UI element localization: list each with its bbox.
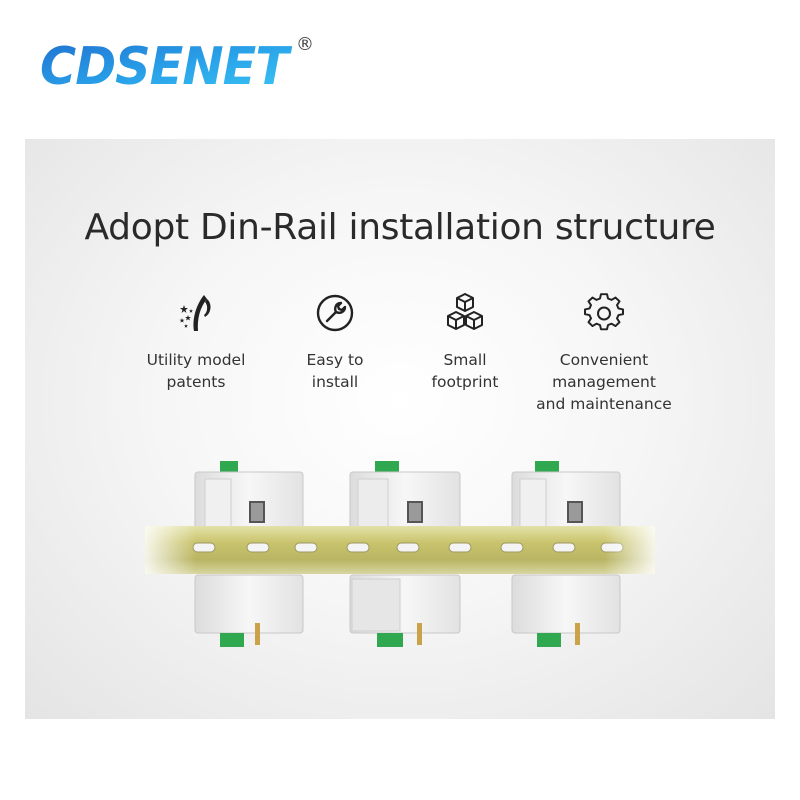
feature-install: Easy to install bbox=[255, 291, 415, 393]
feature-panel: Adopt Din-Rail installation structure Ut… bbox=[25, 139, 775, 719]
feature-label: Utility model patents bbox=[146, 351, 246, 391]
registered-mark: ® bbox=[296, 34, 314, 55]
headline: Adopt Din-Rail installation structure bbox=[84, 207, 716, 248]
feature-footprint: Small footprint bbox=[385, 291, 545, 393]
cubes-icon bbox=[447, 293, 483, 330]
patent-icon bbox=[179, 295, 211, 331]
feature-patents: Utility model patents bbox=[116, 291, 276, 393]
module-center-bottom bbox=[349, 574, 461, 647]
module-right-bottom bbox=[511, 574, 621, 647]
module-left bbox=[194, 461, 304, 533]
module-left-bottom bbox=[194, 574, 304, 647]
brand-logo: CDSENET ® bbox=[40, 34, 314, 92]
feature-label: Small footprint bbox=[431, 351, 499, 391]
din-rail-product-image bbox=[145, 461, 655, 647]
module-right bbox=[511, 461, 621, 533]
din-rail bbox=[145, 526, 655, 574]
wrench-icon bbox=[316, 294, 354, 332]
gear-icon bbox=[584, 293, 624, 331]
feature-label: Convenient management and maintenance bbox=[536, 351, 672, 413]
module-center bbox=[349, 461, 461, 533]
feature-maintenance: Convenient management and maintenance bbox=[524, 291, 684, 415]
feature-label: Easy to install bbox=[306, 351, 364, 391]
brand-name: CDSENET bbox=[40, 37, 292, 92]
